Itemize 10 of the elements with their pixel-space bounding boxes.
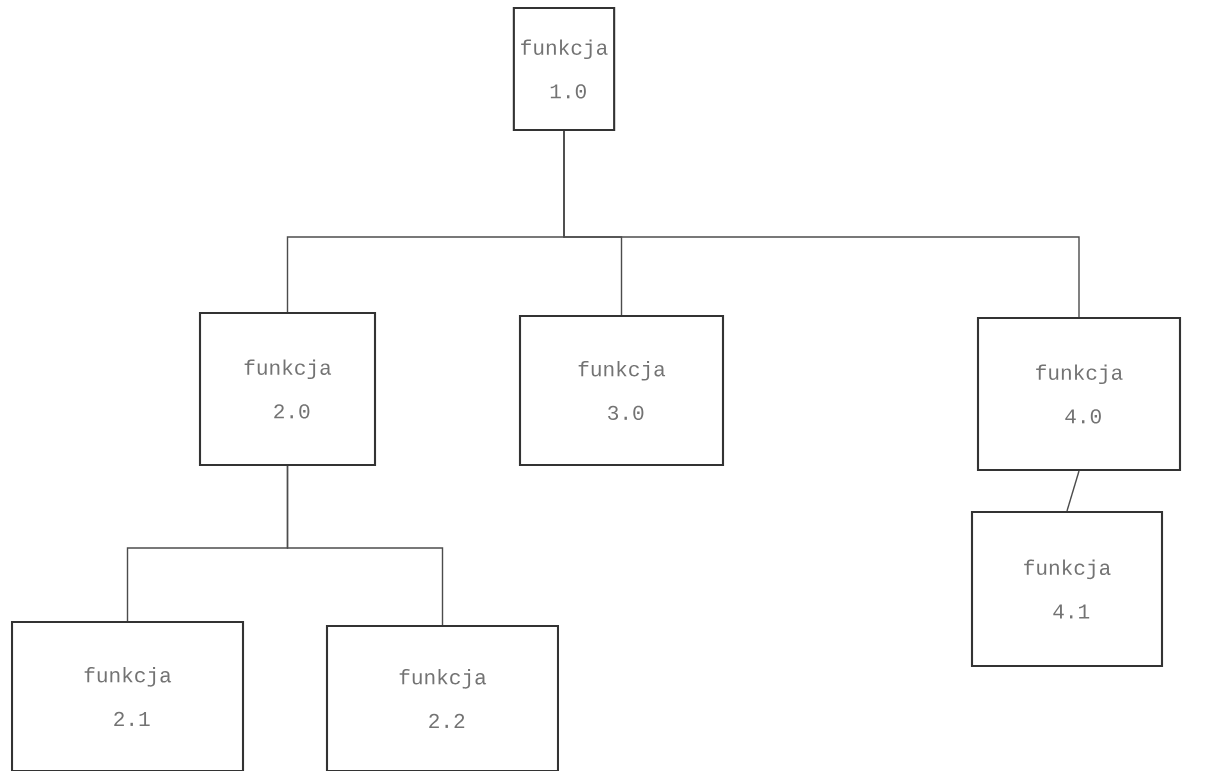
function-box: funkcja 2.1 [10,620,245,771]
function-box: funkcja 3.0 [518,314,725,467]
connector-line [286,465,444,626]
connector-line [1066,470,1080,512]
function-box: funkcja 2.0 [198,311,377,467]
function-box: funkcja 4.0 [976,316,1182,472]
function-box: funkcja 2.2 [325,624,560,771]
function-box: funkcja 4.1 [970,510,1164,668]
function-box: funkcja 1.0 [512,6,616,132]
connector-line [563,130,1080,318]
